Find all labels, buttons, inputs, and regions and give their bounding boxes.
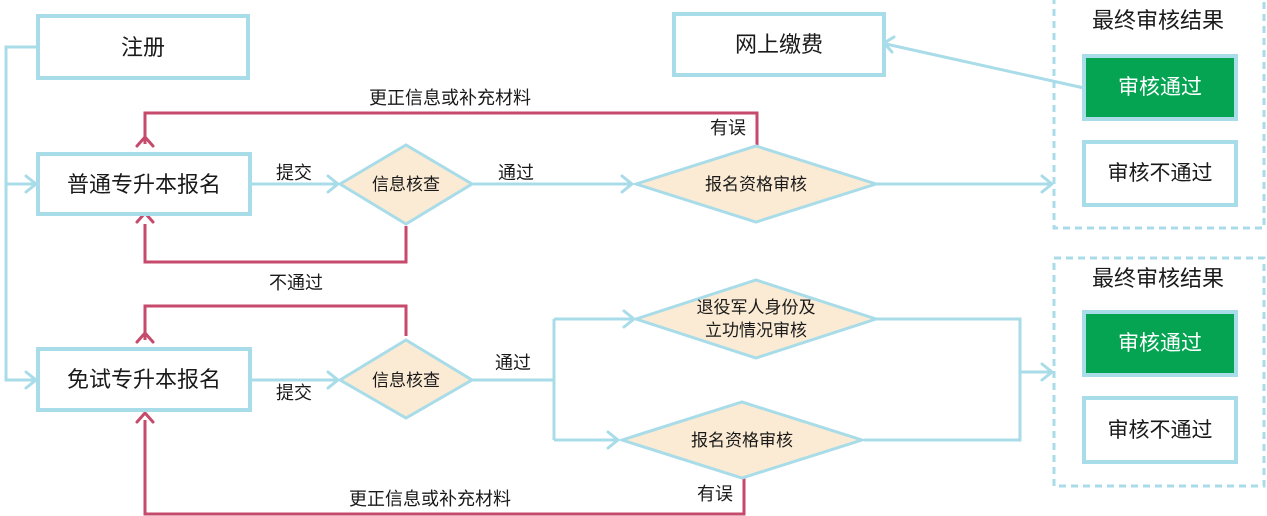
red-connectors xyxy=(143,111,759,516)
qualification-review-2-node: 报名资格审核 xyxy=(617,400,867,480)
exempt-apply-label: 免试专升本报名 xyxy=(67,368,221,393)
result-group-1-pass: 审核通过 xyxy=(1118,75,1202,99)
qualification-review-2-label: 报名资格审核 xyxy=(691,431,793,451)
result-group-1-title: 最终审核结果 xyxy=(1092,9,1224,34)
result-group-2-fail: 审核不通过 xyxy=(1108,418,1213,442)
edge-label-submit-1: 提交 xyxy=(276,163,312,184)
edge-label-pass-1: 通过 xyxy=(498,163,534,184)
qualification-review-1-node: 报名资格审核 xyxy=(631,144,881,224)
normal-apply-node: 普通专升本报名 xyxy=(36,152,252,216)
veteran-review-label-line2: 立功情况审核 xyxy=(705,321,807,341)
result-group-1-fail: 审核不通过 xyxy=(1108,161,1213,185)
edge-label-fail-1: 不通过 xyxy=(269,273,323,294)
result-group-2: 最终审核结果 审核通过 审核不通过 xyxy=(1082,267,1238,464)
info-check-2-label: 信息核查 xyxy=(372,371,440,391)
online-payment-node: 网上缴费 xyxy=(672,12,886,77)
veteran-review-label-line1: 退役军人身份及 xyxy=(697,298,816,318)
exempt-apply-node: 免试专升本报名 xyxy=(36,347,252,412)
qualification-review-1-label: 报名资格审核 xyxy=(705,175,807,195)
edge-label-submit-2: 提交 xyxy=(276,383,312,404)
edge-label-error-1: 有误 xyxy=(710,118,746,139)
blue-connectors xyxy=(4,42,1085,442)
edge-label-error-2: 有误 xyxy=(697,484,733,505)
result-group-2-title: 最终审核结果 xyxy=(1092,267,1224,292)
normal-apply-label: 普通专升本报名 xyxy=(67,173,221,198)
veteran-review-node: 退役军人身份及 立功情况审核 xyxy=(631,278,881,360)
register-node: 注册 xyxy=(36,14,250,80)
register-label: 注册 xyxy=(121,36,165,61)
info-check-1-node: 信息核查 xyxy=(337,143,475,226)
edge-label-pass-2: 通过 xyxy=(495,353,531,374)
edge-label-correct-2: 更正信息或补充材料 xyxy=(349,489,511,510)
result-group-1: 最终审核结果 审核通过 审核不通过 xyxy=(1082,9,1238,207)
info-check-1-label: 信息核查 xyxy=(372,175,440,195)
online-payment-label: 网上缴费 xyxy=(735,33,823,58)
result-group-2-pass: 审核通过 xyxy=(1118,331,1202,355)
info-check-2-node: 信息核查 xyxy=(337,338,475,420)
edge-label-correct-1: 更正信息或补充材料 xyxy=(369,88,531,109)
